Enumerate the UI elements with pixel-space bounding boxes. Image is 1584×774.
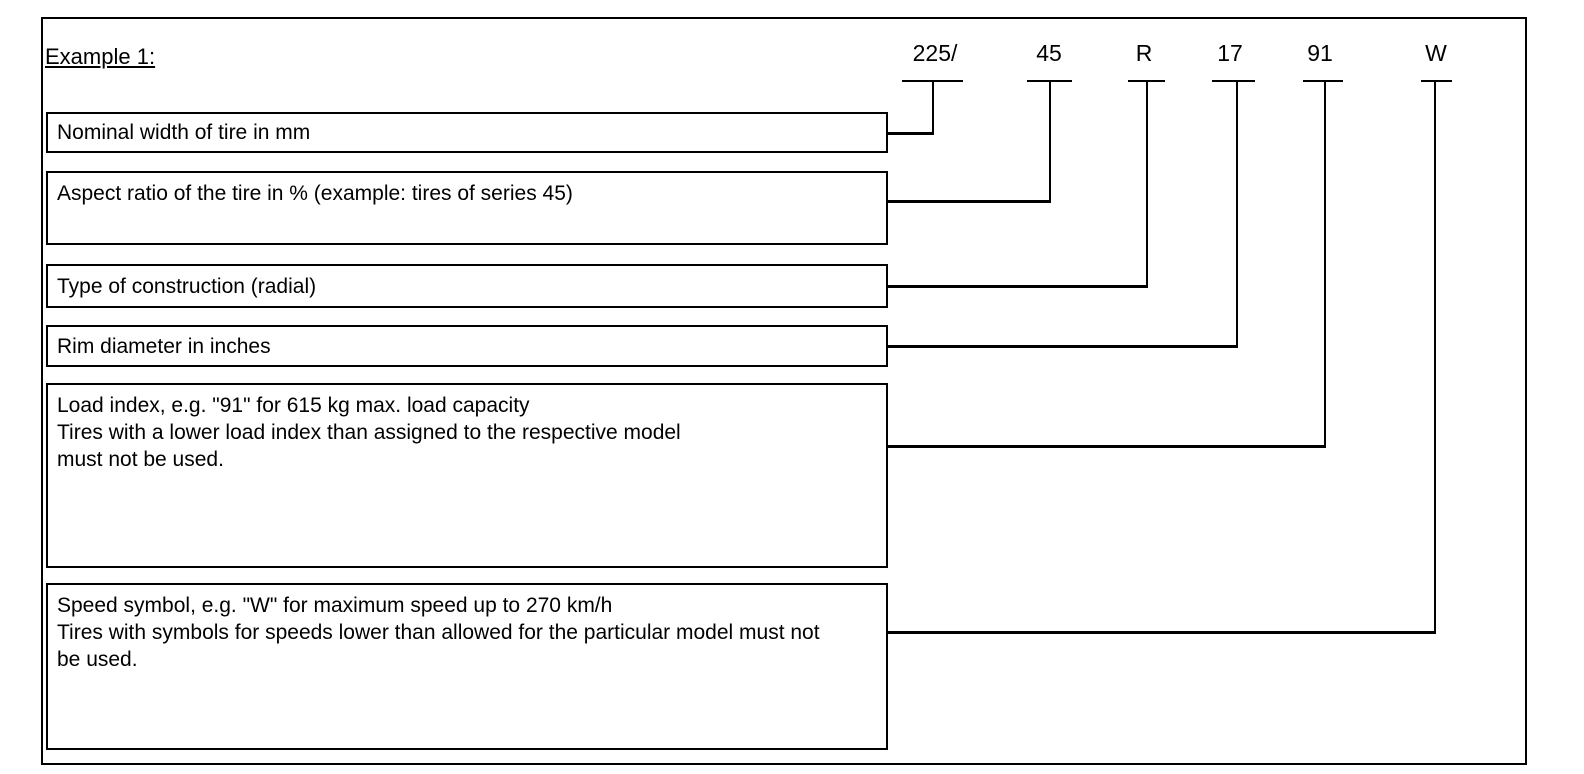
connector-vertical-rim-diameter	[1236, 80, 1238, 348]
code-label-construction: R	[1135, 40, 1153, 66]
description-text: Type of construction (radial)	[57, 274, 317, 298]
description-text: must not be used.	[57, 448, 224, 471]
connector-horizontal-rim-diameter	[888, 345, 1238, 348]
tick-speed-symbol-label	[1421, 80, 1452, 82]
connector-vertical-load-index	[1324, 80, 1326, 448]
description-box-rim-diameter: Rim diameter in inches	[46, 325, 888, 367]
code-label-load-index: 91	[1307, 40, 1333, 66]
description-box-load-index: Load index, e.g. "91" for 615 kg max. lo…	[46, 383, 888, 568]
description-box-aspect-ratio: Aspect ratio of the tire in % (example: …	[46, 171, 888, 245]
description-text: Rim diameter in inches	[57, 334, 271, 358]
description-text: Speed symbol, e.g. "W" for maximum speed…	[57, 594, 613, 617]
connector-horizontal-speed-symbol	[888, 631, 1436, 634]
code-label-rim-diameter: 17	[1217, 40, 1243, 66]
description-text: Tires with symbols for speeds lower than…	[57, 621, 820, 644]
description-box-speed-symbol: Speed symbol, e.g. "W" for maximum speed…	[46, 583, 888, 750]
description-text: Aspect ratio of the tire in % (example: …	[57, 182, 573, 205]
connector-horizontal-aspect-ratio	[888, 200, 1051, 203]
description-box-width: Nominal width of tire in mm	[46, 112, 888, 153]
connector-horizontal-load-index	[888, 445, 1326, 448]
connector-horizontal-width	[888, 132, 934, 135]
diagram-title: Example 1:	[45, 44, 156, 69]
description-box-construction: Type of construction (radial)	[46, 264, 888, 308]
description-text: Load index, e.g. "91" for 615 kg max. lo…	[57, 394, 530, 417]
description-text: Tires with a lower load index than assig…	[57, 421, 681, 444]
code-label-width: 225/	[912, 40, 958, 66]
connector-vertical-construction	[1146, 80, 1148, 288]
description-text: be used.	[57, 648, 138, 671]
code-label-aspect-ratio: 45	[1036, 40, 1062, 66]
description-text: Nominal width of tire in mm	[57, 121, 311, 144]
connector-vertical-aspect-ratio	[1049, 80, 1051, 203]
tick-rim-diameter-label	[1212, 80, 1255, 82]
connector-horizontal-construction	[888, 285, 1148, 288]
code-label-speed-symbol: W	[1425, 40, 1447, 66]
diagram-frame	[41, 17, 1527, 765]
tick-load-index-label	[1303, 80, 1343, 82]
connector-vertical-width	[932, 80, 934, 135]
connector-vertical-speed-symbol	[1434, 80, 1436, 634]
